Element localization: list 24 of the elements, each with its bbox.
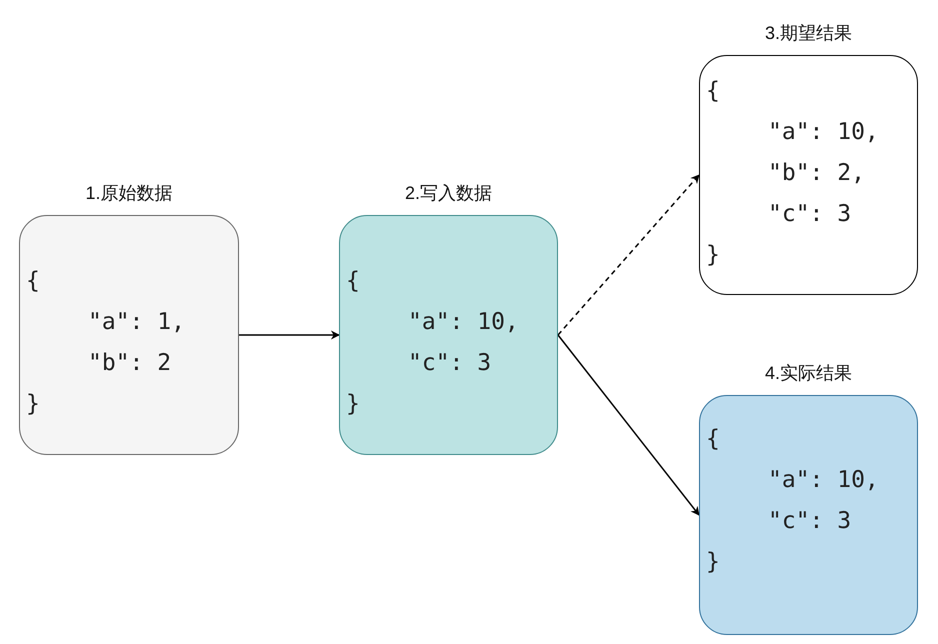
code-line: "c": 3 <box>768 508 852 534</box>
node-heading: 2.写入数据 <box>404 182 493 205</box>
code-line: { <box>346 268 360 294</box>
arrow <box>557 174 700 336</box>
code-line: "c": 3 <box>768 201 852 227</box>
node-heading: 3.期望结果 <box>764 22 853 45</box>
code-line: "c": 3 <box>408 350 492 376</box>
node-heading: 1.原始数据 <box>84 182 174 205</box>
arrow <box>557 334 700 516</box>
code-line: } <box>706 549 720 575</box>
code-line: "a": 10, <box>768 467 879 493</box>
code-line: "a": 1, <box>88 309 185 335</box>
code-line: "b": 2, <box>768 160 865 186</box>
code-line: "a": 10, <box>408 309 519 335</box>
code-line: { <box>706 78 720 104</box>
node-heading: 4.实际结果 <box>764 362 853 385</box>
code-line: } <box>26 391 40 417</box>
code-line: { <box>26 268 40 294</box>
code-line: } <box>706 242 720 268</box>
code-line: } <box>346 391 360 417</box>
arrow <box>239 330 340 340</box>
code-line: "b": 2 <box>88 350 172 376</box>
code-line: { <box>706 426 720 452</box>
code-line: "a": 10, <box>768 119 879 145</box>
